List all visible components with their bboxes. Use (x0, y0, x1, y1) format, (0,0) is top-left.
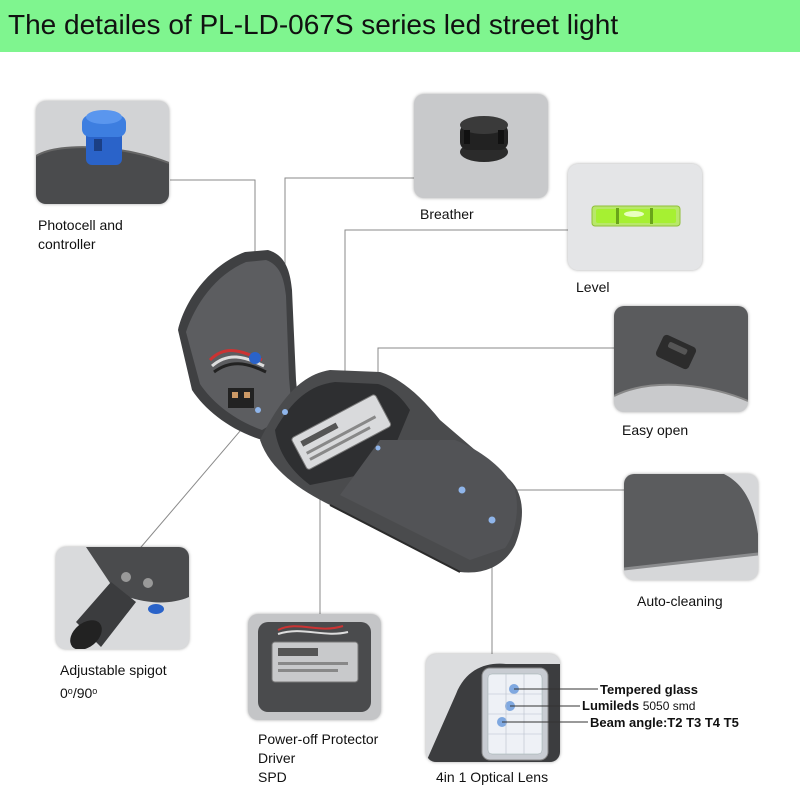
photocell-panel (36, 101, 169, 204)
photocell-label-line2: controller (38, 236, 96, 252)
level-label: Level (576, 279, 610, 295)
beam-angle-label: Beam angle:T2 T3 T4 T5 (590, 715, 739, 730)
optical-lens-panel (426, 654, 560, 762)
spigot-degree-b: o (92, 686, 98, 696)
driver-box-icon (291, 394, 392, 470)
spigot-degree-a: o (67, 686, 73, 696)
driver-label-line1: Power-off Protector (258, 731, 379, 747)
lumileds-prefix: Lumileds (582, 698, 640, 713)
driver-label-line2: Driver (258, 750, 296, 766)
level-panel (568, 164, 702, 270)
optical-lens-icon (426, 654, 560, 762)
driver-panel (248, 614, 381, 720)
lumileds-model: 5050 smd (642, 699, 696, 713)
photocell-icon (36, 101, 169, 204)
breather-label: Breather (420, 206, 474, 222)
auto-cleaning-panel (624, 474, 758, 580)
terminal-block-icon (228, 388, 254, 408)
driver-icon (248, 614, 381, 720)
easy-open-panel (614, 306, 748, 412)
photocell-label-line1: Photocell and (38, 217, 123, 233)
title-banner: The detailes of PL-LD-067S series led st… (0, 0, 800, 52)
tempered-glass-label: Tempered glass (600, 682, 699, 697)
optical-lens-label: 4in 1 Optical Lens (436, 769, 549, 785)
easy-open-label: Easy open (622, 422, 689, 438)
spigot-angle: 0o/90o (60, 684, 167, 703)
spigot-angle-a: 0 (60, 685, 68, 701)
housing-surface-icon (624, 474, 758, 580)
lumileds-label: Lumileds 5050 smd (582, 698, 695, 713)
spigot-icon (56, 547, 189, 649)
latch-icon (614, 306, 748, 412)
spigot-label-line1: Adjustable spigot (60, 662, 167, 678)
breather-icon (414, 94, 548, 198)
page-title: The detailes of PL-LD-067S series led st… (8, 9, 619, 40)
photocell-label: Photocell and controller (38, 216, 123, 254)
auto-cleaning-label: Auto-cleaning (637, 593, 723, 609)
spigot-label: Adjustable spigot 0o/90o (60, 661, 167, 703)
breather-panel (414, 94, 548, 198)
driver-label: Power-off Protector Driver SPD (258, 730, 378, 787)
spigot-angle-b: /90 (72, 685, 93, 701)
driver-label-line3: SPD (258, 769, 287, 785)
level-icon (568, 164, 702, 270)
spigot-panel (56, 547, 189, 649)
